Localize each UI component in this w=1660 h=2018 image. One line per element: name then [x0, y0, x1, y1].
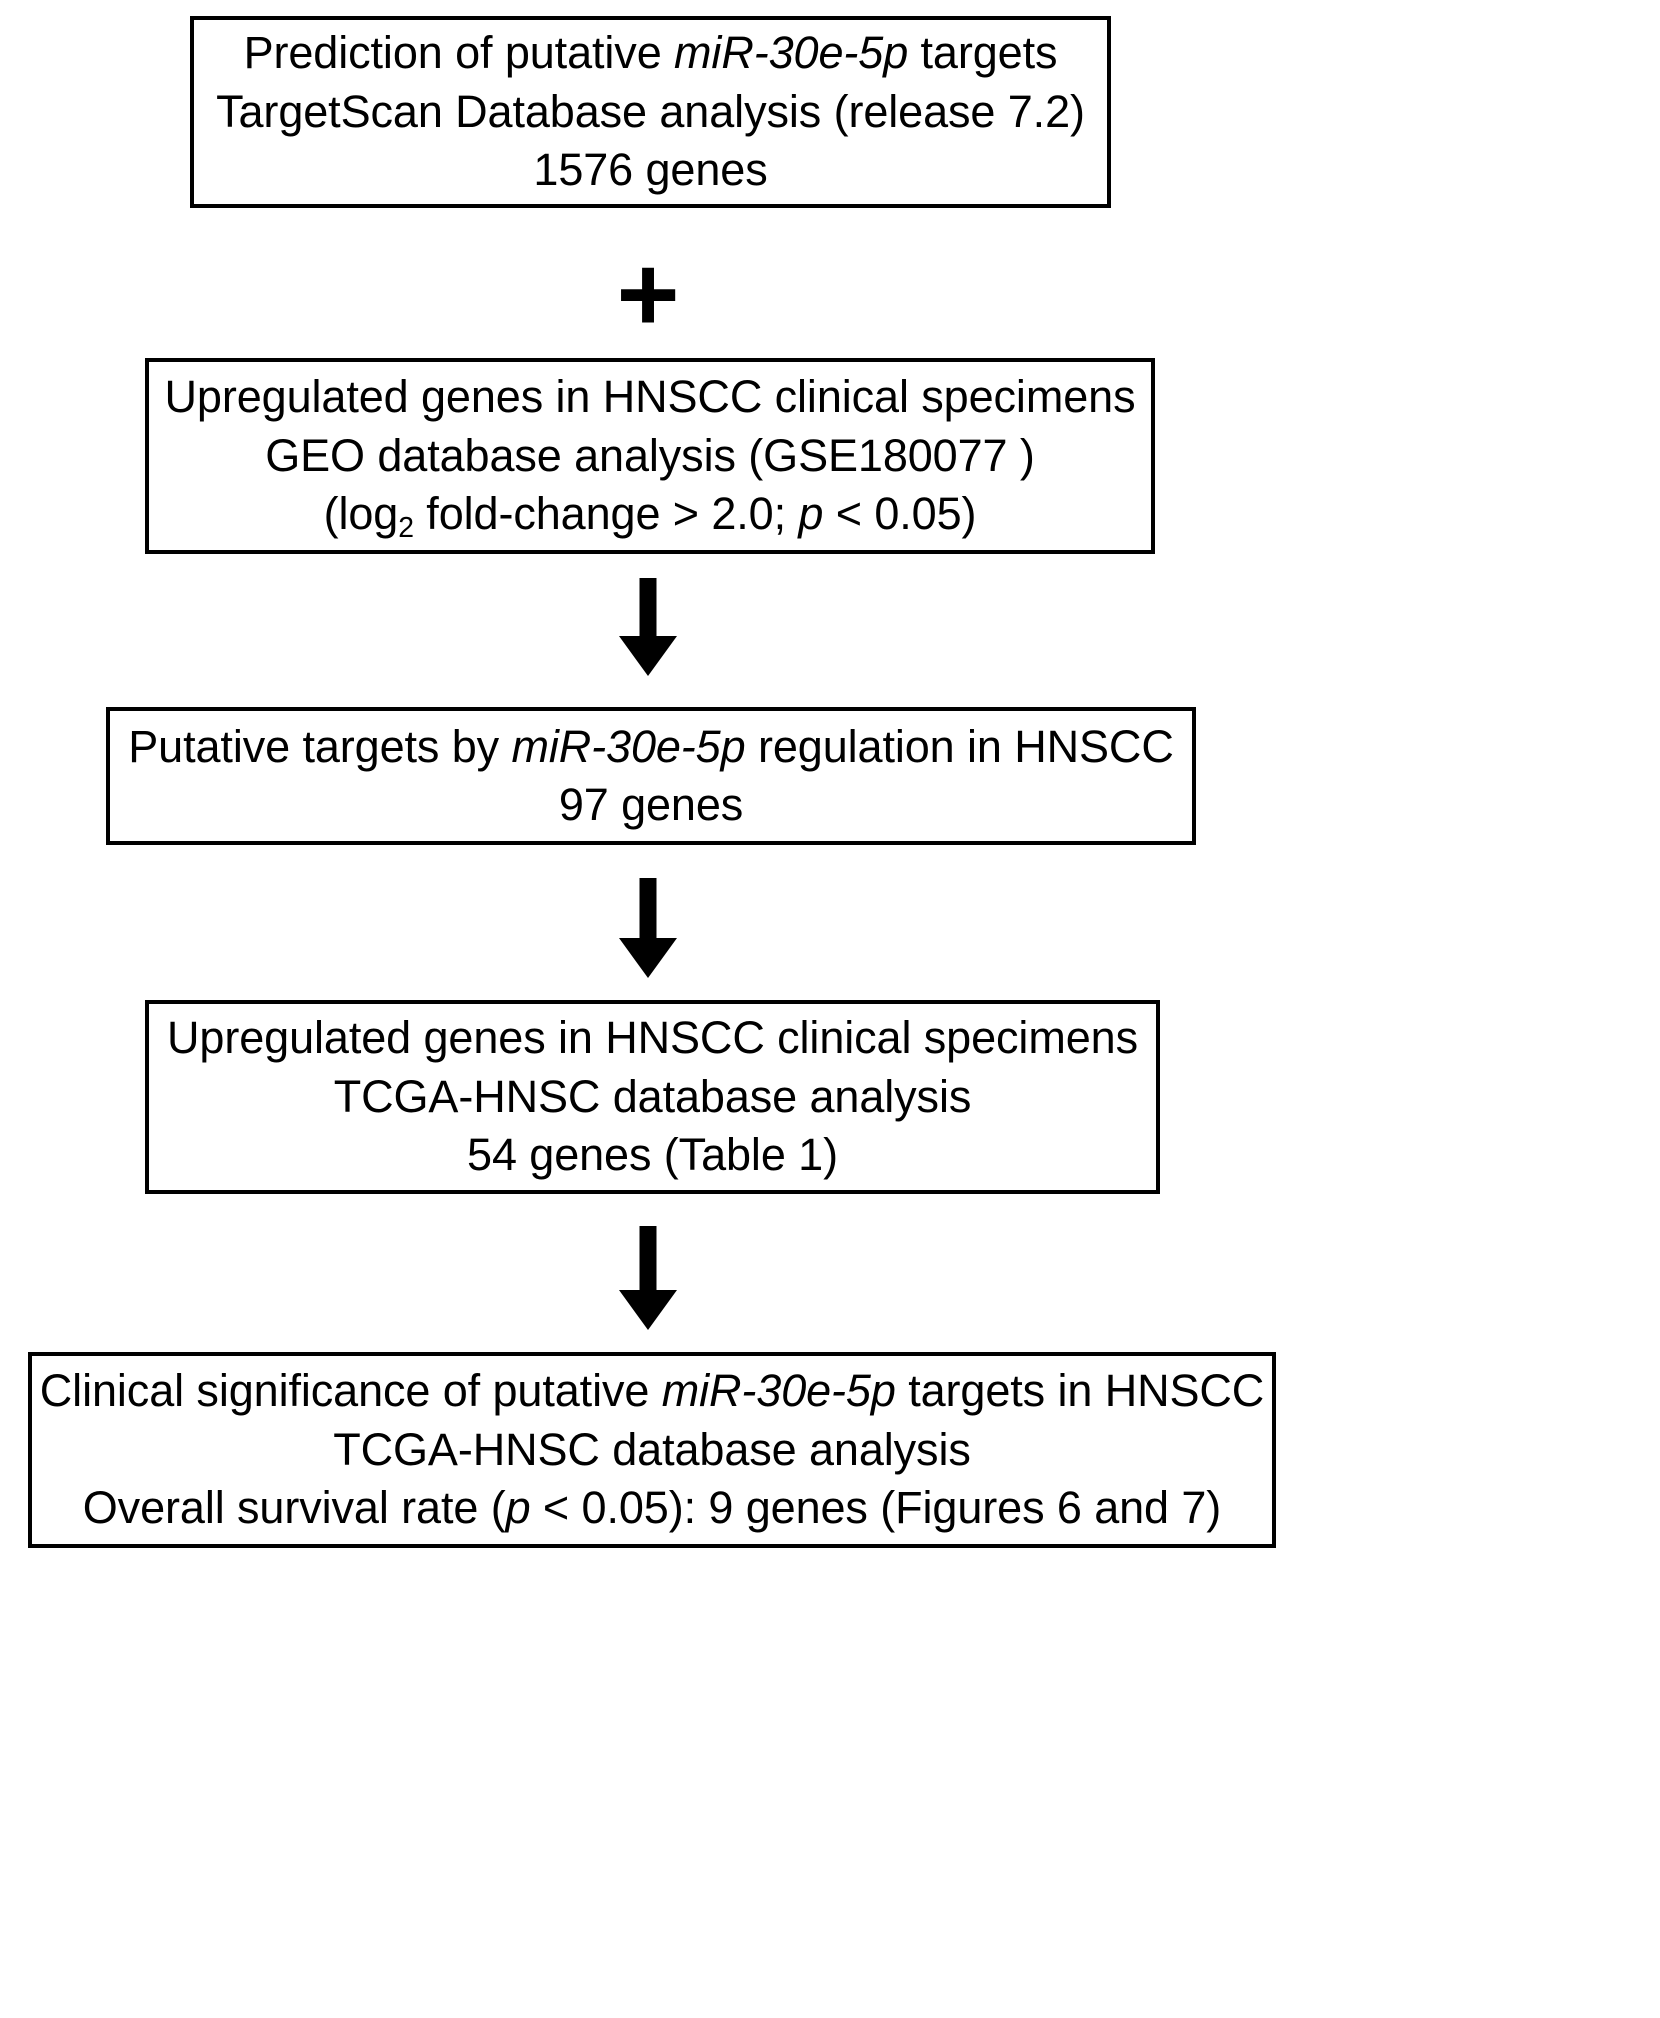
- node-5-line-2: TCGA-HNSC database analysis: [333, 1423, 971, 1475]
- putative-targets-box: Putative targets by miR-30e-5p regulatio…: [106, 707, 1196, 845]
- plus-connector-icon: +: [616, 233, 680, 354]
- node-2-line-3: (log2 fold-change > 2.0; p < 0.05): [323, 488, 977, 545]
- node-3-line-2: 97 genes: [558, 779, 744, 830]
- arrow-connector-4-to-5: [618, 1226, 678, 1330]
- node-4-line-2: TCGA-HNSC database analysis: [333, 1070, 972, 1122]
- arrow-head-icon: [619, 938, 677, 978]
- arrow-connector-2-to-3: [618, 578, 678, 676]
- arrow-shaft: [639, 1226, 657, 1292]
- tcga-upregulated-genes-box: Upregulated genes in HNSCC clinical spec…: [145, 1000, 1160, 1194]
- arrow-connector-3-to-4: [618, 878, 678, 978]
- arrow-shaft: [639, 878, 657, 942]
- node-2-line-1: Upregulated genes in HNSCC clinical spec…: [164, 371, 1136, 423]
- arrow-head-icon: [619, 1290, 677, 1330]
- node-3-line-1: Putative targets by miR-30e-5p regulatio…: [128, 720, 1174, 772]
- node-4-line-1: Upregulated genes in HNSCC clinical spec…: [167, 1012, 1138, 1064]
- node-1-line-2: TargetScan Database analysis (release 7.…: [216, 85, 1085, 137]
- node-1-line-3: 1576 genes: [533, 144, 768, 196]
- target-prediction-box: Prediction of putative miR-30e-5p target…: [190, 16, 1111, 208]
- node-5-line-3: Overall survival rate (p < 0.05): 9 gene…: [82, 1482, 1222, 1534]
- arrow-head-icon: [619, 636, 677, 676]
- geo-upregulated-genes-box: Upregulated genes in HNSCC clinical spec…: [145, 358, 1155, 554]
- node-5-line-1: Clinical significance of putative miR-30…: [39, 1365, 1265, 1417]
- clinical-significance-box: Clinical significance of putative miR-30…: [28, 1352, 1276, 1548]
- node-1-line-1: Prediction of putative miR-30e-5p target…: [243, 27, 1058, 79]
- node-4-line-3: 54 genes (Table 1): [467, 1129, 838, 1181]
- arrow-shaft: [639, 578, 657, 640]
- node-2-line-2: GEO database analysis (GSE180077 ): [265, 429, 1035, 481]
